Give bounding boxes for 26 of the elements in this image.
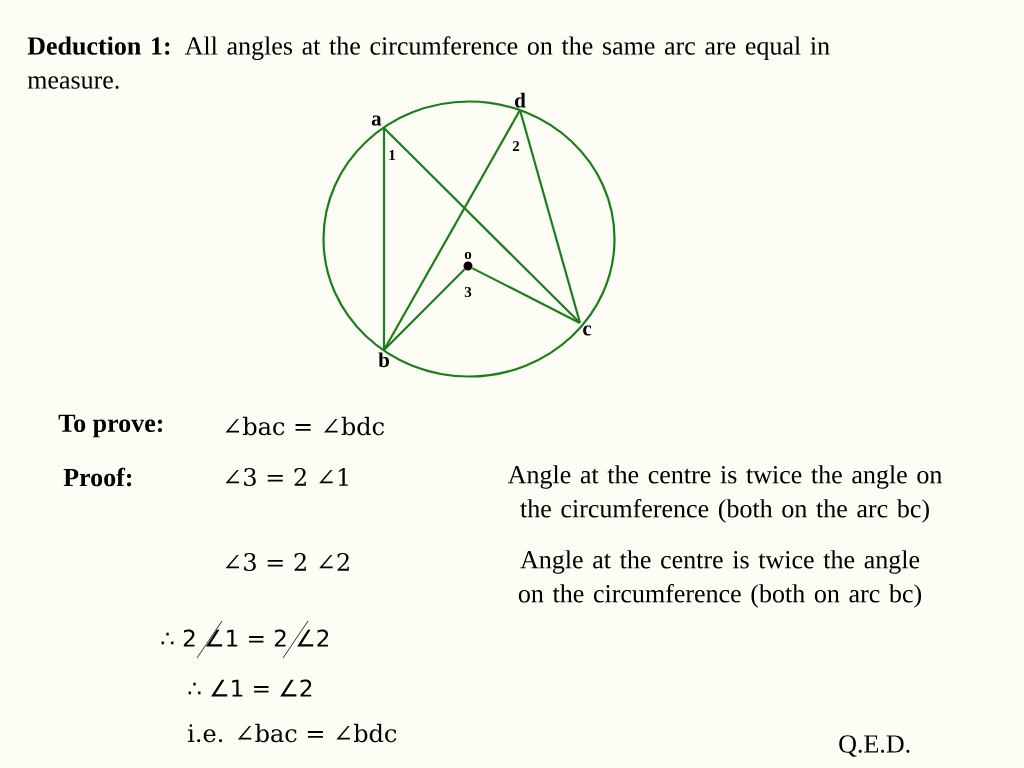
- node-label: o: [464, 251, 472, 260]
- line-segment: [382, 128, 386, 350]
- angle-number: 2: [512, 141, 520, 151]
- angle-number: 3: [464, 286, 472, 298]
- line-segment: [519, 109, 581, 324]
- centre-point: o: [463, 251, 473, 271]
- reason-text: Angle at the centre is twice the angle on the circumference (both on the arc bc): [507, 465, 942, 523]
- line-segment: [383, 268, 466, 351]
- vertex-label: c: [583, 325, 592, 336]
- proof-step: ∠3 = 2 ∠1: [225, 467, 348, 487]
- proof-step: ∴ 2 ∠1 = 2 ∠2: [161, 629, 329, 647]
- angle-number: 1: [389, 150, 395, 160]
- vertex-label: b: [378, 352, 389, 368]
- vertex-label: d: [515, 92, 526, 108]
- statement: ∠bac = ∠bdc: [225, 416, 384, 436]
- heading: To prove:: [58, 414, 163, 438]
- line-segment: [383, 109, 521, 351]
- heading: Proof:: [63, 467, 132, 487]
- proof-step: ∴ ∠1 = ∠2: [188, 679, 312, 697]
- title: Deduction 1: All angles at the circumference on the same arc are equal in measure.: [27, 36, 830, 89]
- reason-text: Angle at the centre is twice the angle on the circumference (both on arc bc): [518, 550, 921, 608]
- qed-mark: Q.E.D.: [839, 735, 910, 757]
- vertex-label: a: [371, 115, 382, 126]
- line-segment: [471, 267, 581, 324]
- proof-step: ∠3 = 2 ∠2: [225, 552, 349, 572]
- proof-step: i.e. ∠bac = ∠bdc: [188, 723, 397, 743]
